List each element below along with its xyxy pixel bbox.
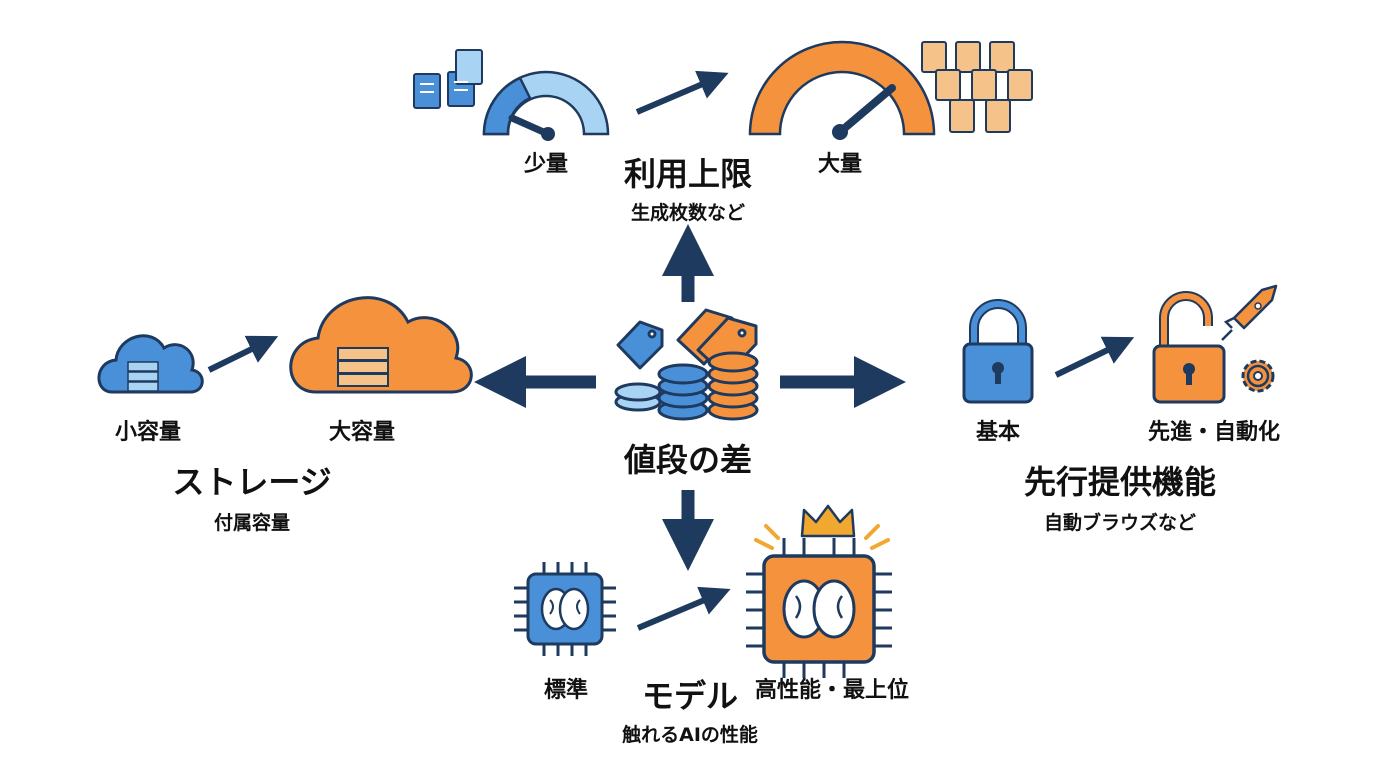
usage-progress-arrow bbox=[635, 70, 729, 115]
gauge-low-icon bbox=[482, 70, 610, 141]
unlocked-padlock-rocket-gear-icon bbox=[1152, 284, 1278, 404]
features-high-label: 先進・自動化 bbox=[1147, 420, 1281, 445]
ai-chip-brain-icon bbox=[514, 562, 616, 656]
locked-padlock-icon bbox=[962, 299, 1034, 404]
storage-low-label: 小容量 bbox=[114, 420, 182, 445]
premium-ai-chip-crown-icon bbox=[746, 504, 892, 678]
usage-subtitle: 生成枚数など bbox=[630, 202, 746, 224]
model-title: モデル bbox=[641, 677, 739, 715]
center-title: 値段の差 bbox=[623, 441, 753, 479]
model-progress-arrow bbox=[636, 586, 731, 631]
storage-high-label: 大容量 bbox=[328, 420, 396, 445]
high-doc-icons bbox=[921, 41, 1033, 133]
gauge-high-icon bbox=[748, 40, 936, 140]
features-low-label: 基本 bbox=[975, 420, 1021, 445]
storage-title: ストレージ bbox=[172, 463, 332, 501]
model-low-label: 標準 bbox=[543, 678, 589, 703]
storage-progress-arrow bbox=[207, 335, 279, 373]
model-subtitle: 触れるAIの性能 bbox=[622, 724, 758, 746]
storage-subtitle: 付属容量 bbox=[213, 512, 291, 534]
model-high-label: 高性能・最上位 bbox=[754, 678, 910, 703]
small-cloud-server-icon bbox=[97, 334, 204, 394]
coins-and-price-tags-icon bbox=[614, 308, 759, 421]
low-doc-icons bbox=[413, 49, 483, 109]
features-subtitle: 自動ブラウズなど bbox=[1043, 512, 1197, 534]
features-title: 先行提供機能 bbox=[1023, 463, 1217, 501]
features-progress-arrow bbox=[1054, 336, 1135, 378]
large-cloud-server-icon bbox=[289, 296, 473, 394]
usage-title: 利用上限 bbox=[623, 155, 753, 193]
usage-high-label: 大量 bbox=[817, 152, 863, 177]
usage-low-label: 少量 bbox=[523, 152, 569, 177]
